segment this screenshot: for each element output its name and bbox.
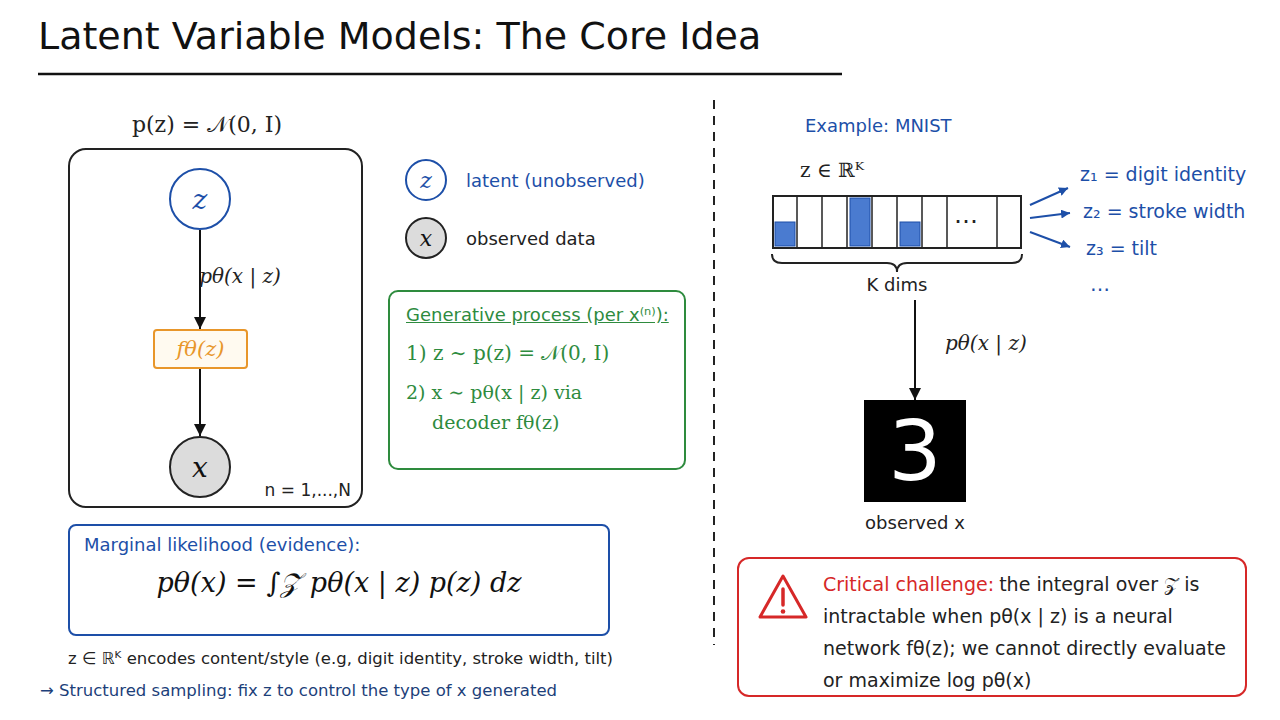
formula-box: Marginal likelihood (evidence): pθ(x) = ∫… — [68, 524, 610, 636]
connector-arrow — [199, 369, 201, 436]
formula: pθ(x) = ∫𝒵 pθ(x | z) p(z) dz — [84, 567, 594, 599]
warning-heading: Critical challenge: — [823, 573, 994, 595]
image-caption: observed x — [824, 512, 1006, 533]
process-step: 1) z ∼ p(z) = 𝒩(0, I) — [406, 341, 668, 365]
cell-divider — [821, 196, 823, 248]
warning-dot — [781, 609, 786, 614]
dimension-label: K dims — [867, 274, 928, 295]
edge-label: pθ(x | z) — [199, 264, 281, 288]
leader-arrow — [1030, 188, 1068, 205]
observed-circle: x — [169, 436, 231, 498]
vector-outline — [773, 196, 1021, 248]
warning-box: Critical challenge: the integral over 𝒵 … — [737, 557, 1247, 697]
edge-label: pθ(x | z) — [945, 331, 1027, 355]
legend-text: observed data — [466, 228, 596, 249]
legend-latent-circle — [406, 160, 446, 200]
title-underline — [38, 73, 842, 76]
ellipsis: … — [954, 201, 978, 229]
legend-text: latent (unobserved) — [466, 170, 645, 191]
component-label: z₁ = digit identity — [1080, 163, 1246, 185]
legend-symbol: x — [420, 226, 432, 251]
vector-label: z ∈ ℝᴷ — [800, 158, 864, 182]
cell-divider — [871, 196, 873, 248]
decoder-label: fθ(z) — [177, 337, 225, 361]
component-label: z₃ = tilt — [1086, 237, 1157, 259]
process-box: Generative process (per x⁽ⁿ⁾): 1) z ∼ p(z… — [388, 290, 686, 470]
digit-glyph: 3 — [864, 400, 966, 502]
cell-divider — [921, 196, 923, 248]
ellipsis: … — [1090, 272, 1110, 296]
process-step: 2) x ∼ pθ(x | z) via decoder fθ(z) — [406, 377, 616, 437]
cell-fill — [900, 222, 920, 246]
section-label: Example: MNIST — [805, 115, 952, 136]
legend-observed-circle — [406, 218, 446, 258]
component-label: z₂ = stroke width — [1083, 200, 1245, 222]
cell-divider — [796, 196, 798, 248]
plate-box: n = 1,...,N z fθ(z) x — [68, 148, 363, 508]
dimension-brace — [772, 254, 1022, 272]
cell-fill — [775, 222, 795, 246]
title-text: Latent Variable Models: The Core Idea — [38, 14, 761, 58]
warning-bar — [781, 589, 785, 605]
vector-cells — [772, 195, 1022, 250]
cell-divider — [846, 196, 848, 248]
note-text: → Structured sampling: fix z to control … — [40, 681, 557, 700]
leader-arrow — [1030, 213, 1070, 218]
connector-arrow — [914, 300, 916, 400]
node-symbol: x — [192, 451, 208, 484]
cell-divider — [946, 196, 948, 248]
digit-image: 3observed x — [864, 400, 966, 502]
leader-arrow — [1030, 232, 1070, 247]
warning-triangle — [760, 576, 806, 617]
cell-fill — [850, 198, 870, 246]
prior-label: p(z) = 𝒩(0, I) — [132, 112, 282, 137]
note-text: z ∈ ℝᴷ encodes content/style (e.g, digit… — [68, 649, 613, 668]
plate-count: n = 1,...,N — [265, 480, 351, 500]
node-symbol: z — [193, 183, 208, 216]
legend-symbol: z — [420, 168, 432, 193]
panel-divider — [713, 100, 715, 645]
decoder-box: fθ(z) — [153, 329, 248, 369]
latent-circle: z — [169, 168, 231, 230]
box-heading: Marginal likelihood (evidence): — [84, 534, 594, 555]
box-heading: Generative process (per x⁽ⁿ⁾): — [406, 304, 668, 325]
cell-divider — [896, 196, 898, 248]
cell-divider — [996, 196, 998, 248]
warning-icon — [757, 573, 809, 621]
